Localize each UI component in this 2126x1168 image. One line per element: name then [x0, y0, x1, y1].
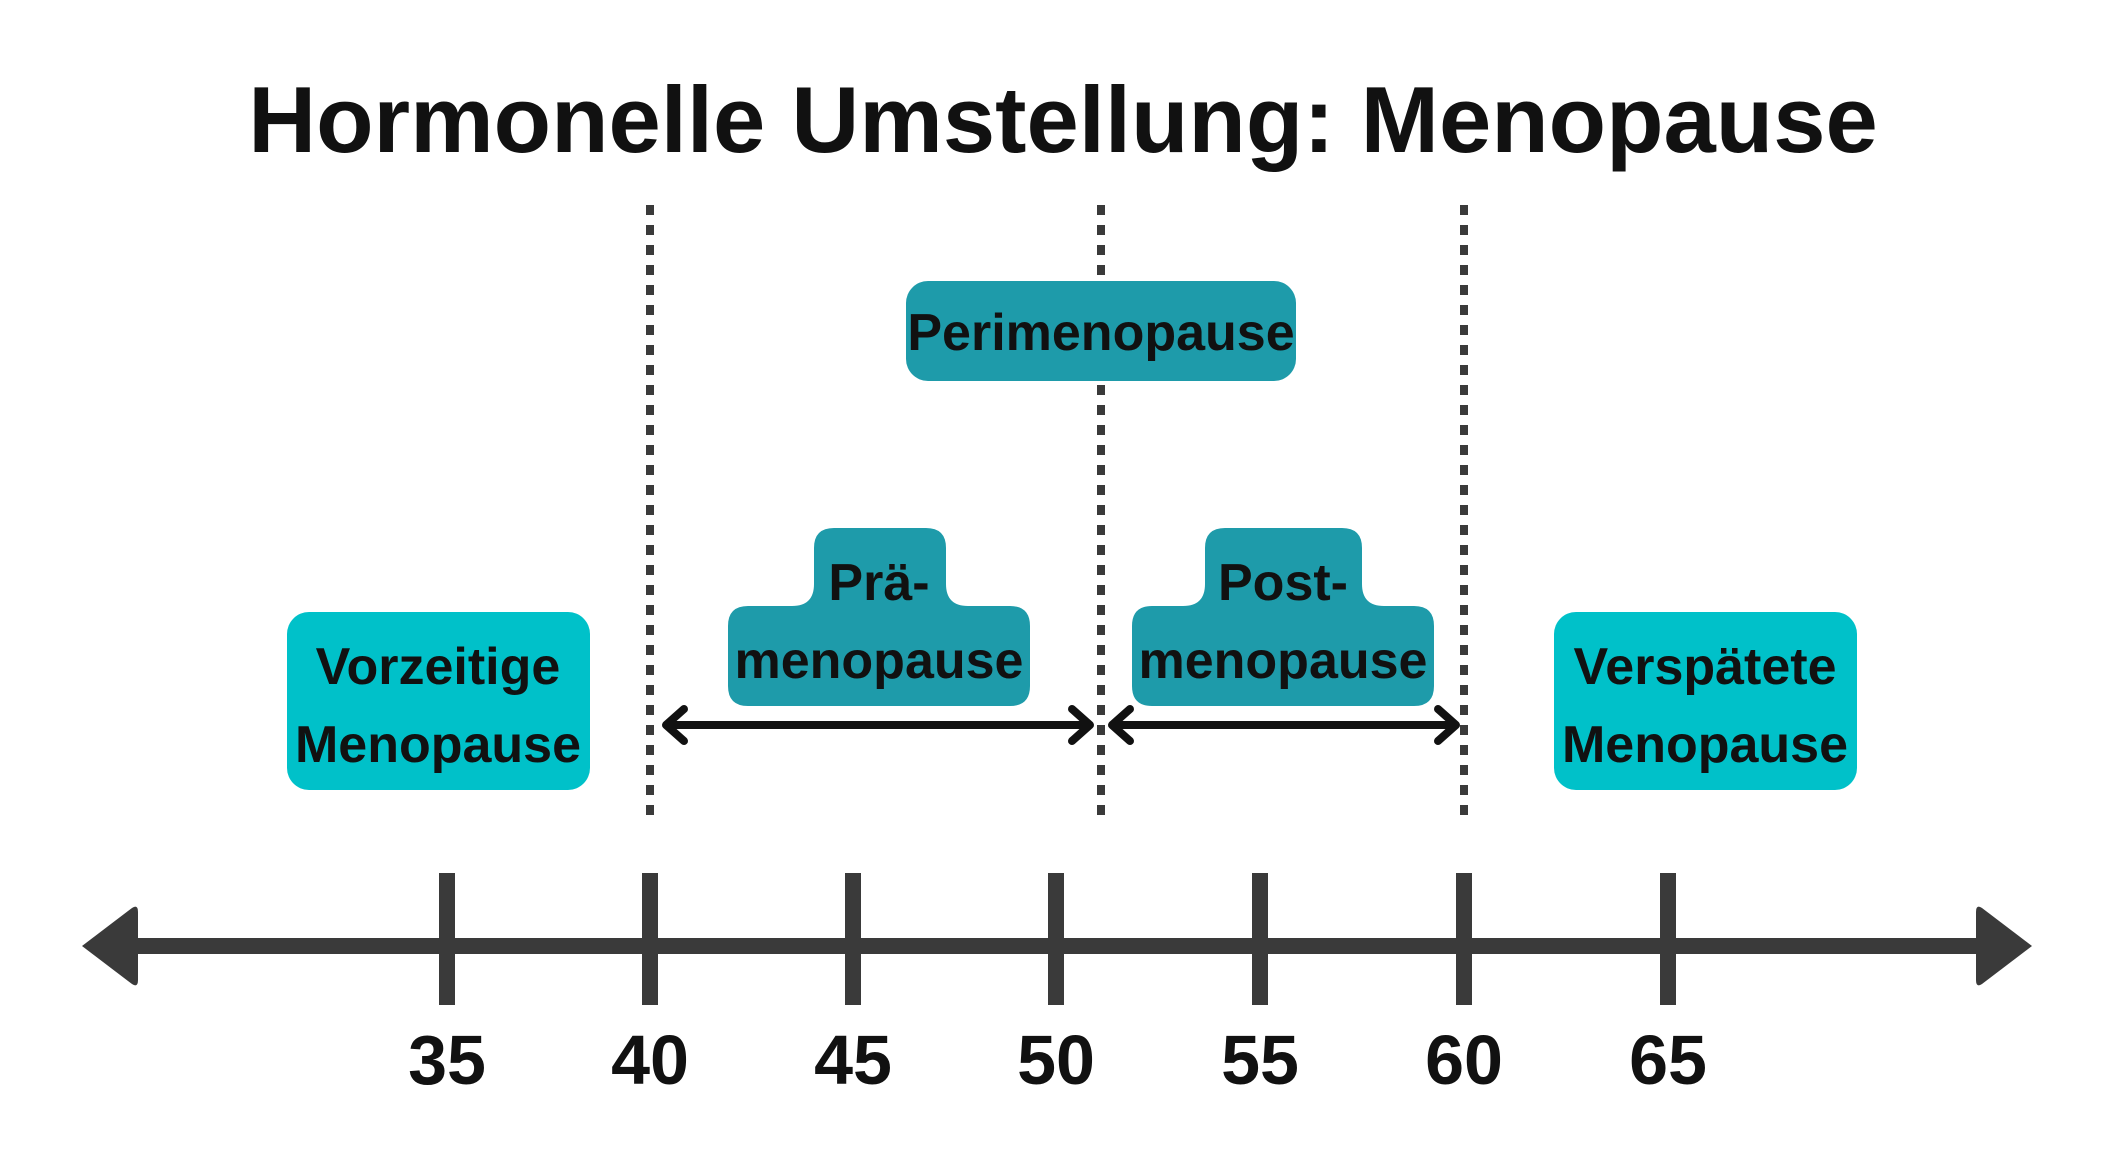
axis-tick-50 [1048, 873, 1064, 1005]
axis-tick-label-50: 50 [1017, 1021, 1095, 1099]
axis-tick-35 [439, 873, 455, 1005]
axis-tick-60 [1456, 873, 1472, 1005]
vorzeitige-label-line1: Vorzeitige [316, 638, 561, 696]
axis-tick-labels: 35 40 45 50 55 60 65 [408, 1021, 1707, 1099]
postmenopause-box: Post- menopause [1132, 528, 1434, 706]
axis-tick-55 [1252, 873, 1268, 1005]
axis-tick-label-65: 65 [1629, 1021, 1707, 1099]
axis-left-arrowhead [82, 906, 138, 986]
axis-tick-40 [642, 873, 658, 1005]
axis-ticks [439, 873, 1676, 1005]
diagram-title: Hormonelle Umstellung: Menopause [248, 67, 1878, 172]
perimenopause-label: Perimenopause [907, 304, 1294, 362]
span-arrows [662, 705, 1460, 745]
vorzeitige-label-line2: Menopause [295, 716, 581, 774]
postmenopause-label-line2: menopause [1139, 632, 1428, 690]
axis-right-arrowhead [1976, 906, 2032, 986]
age-axis: 35 40 45 50 55 60 65 [82, 873, 2032, 1099]
postmenopause-span-arrow [1108, 705, 1460, 745]
praemenopause-box: Prä- menopause [728, 528, 1030, 706]
axis-tick-label-55: 55 [1221, 1021, 1299, 1099]
verspaetete-menopause-box: Verspätete Menopause [1554, 612, 1857, 790]
axis-tick-label-45: 45 [814, 1021, 892, 1099]
praemenopause-label-line2: menopause [735, 632, 1024, 690]
praemenopause-label-line1: Prä- [828, 554, 929, 612]
axis-tick-label-40: 40 [611, 1021, 689, 1099]
axis-tick-45 [845, 873, 861, 1005]
axis-tick-65 [1660, 873, 1676, 1005]
verspaetete-label-line1: Verspätete [1573, 638, 1836, 696]
postmenopause-label-line1: Post- [1218, 554, 1348, 612]
vorzeitige-menopause-box: Vorzeitige Menopause [287, 612, 590, 790]
axis-tick-label-60: 60 [1425, 1021, 1503, 1099]
axis-tick-label-35: 35 [408, 1021, 486, 1099]
praemenopause-span-arrow [662, 705, 1094, 745]
verspaetete-label-line2: Menopause [1562, 716, 1848, 774]
perimenopause-box: Perimenopause [906, 281, 1296, 381]
